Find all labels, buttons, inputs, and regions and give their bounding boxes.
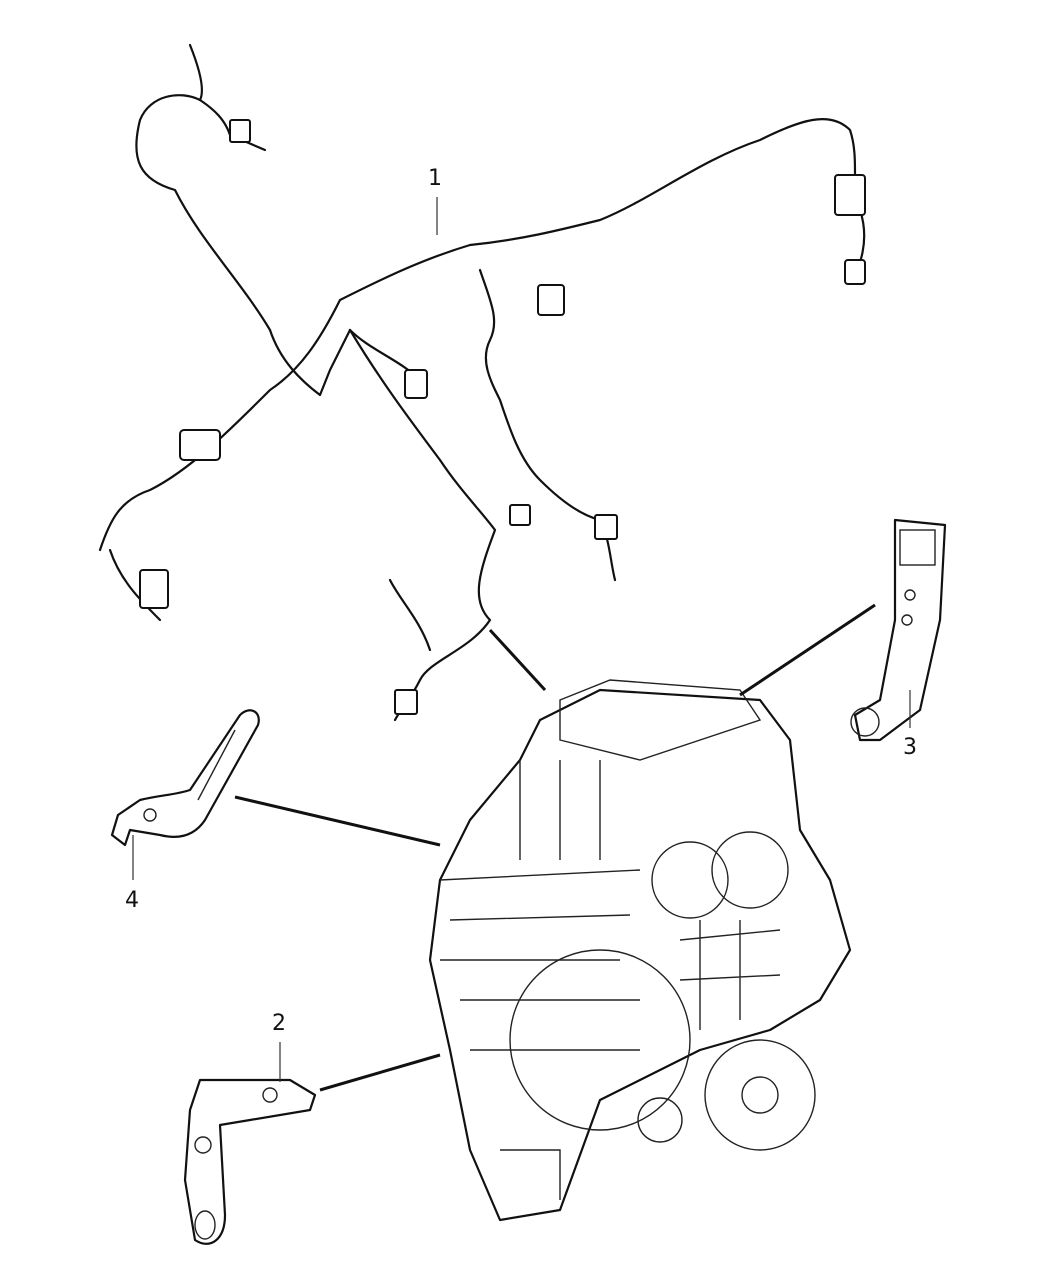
bracket-lower xyxy=(183,1078,317,1245)
wiring-harness xyxy=(98,43,866,722)
bracket-right xyxy=(850,518,947,742)
callout-3: 3 xyxy=(903,735,917,760)
engine xyxy=(428,679,852,1222)
callout-4: 4 xyxy=(125,888,139,913)
callout-2: 2 xyxy=(272,1011,286,1036)
callout-1: 1 xyxy=(428,166,442,191)
bracket-left xyxy=(110,709,260,847)
